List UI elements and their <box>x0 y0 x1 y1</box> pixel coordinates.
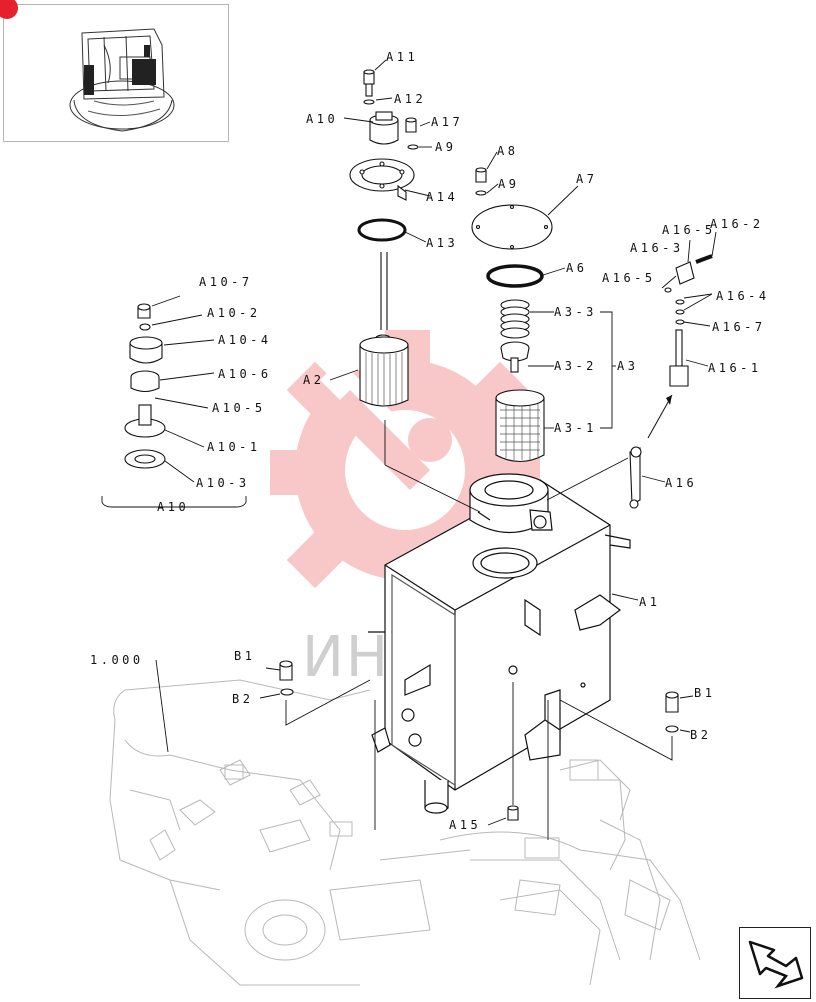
callout-a10-3: A10-3 <box>196 476 250 490</box>
filter-head <box>349 69 487 242</box>
callout-a3-2: A3-2 <box>554 359 597 373</box>
next-page-button[interactable] <box>739 927 811 999</box>
callout-labels: A11 A12 A10 A17 A9 A14 A13 A8 A9 A7 A6 A… <box>90 50 770 832</box>
callout-a16-4: A16-4 <box>716 289 770 303</box>
a10-exploded-group <box>124 303 166 469</box>
spring <box>500 299 530 339</box>
callout-b2-left: B2 <box>232 692 253 706</box>
gauge-arrowhead <box>666 395 672 405</box>
relief-valve <box>500 341 530 373</box>
callout-a2: A2 <box>303 373 324 387</box>
strainer <box>495 389 545 463</box>
callout-a10-7: A10-7 <box>199 275 253 289</box>
callout-a14: A14 <box>426 190 458 204</box>
callout-a11: A11 <box>386 50 418 64</box>
leader-lines <box>101 59 717 840</box>
o-ring-a6 <box>486 264 544 288</box>
callout-a16-5a: A16-5 <box>662 223 716 237</box>
callout-a10-4: A10-4 <box>218 333 272 347</box>
cover-plate <box>471 204 553 250</box>
callout-b1-left: B1 <box>234 649 255 663</box>
page-badge <box>0 0 18 19</box>
callout-a9-top: A9 <box>435 140 456 154</box>
callout-a10-6: A10-6 <box>218 367 272 381</box>
chassis-frame <box>109 679 701 986</box>
callout-a10-group: A10 <box>157 500 189 514</box>
callout-ref-1000: 1.000 <box>90 653 144 667</box>
callout-a3-3: A3-3 <box>554 305 597 319</box>
callout-a10-1: A10-1 <box>207 440 261 454</box>
callout-b2-right: B2 <box>690 728 711 742</box>
callout-a16-7: A16-7 <box>712 320 766 334</box>
level-gauge <box>629 254 713 509</box>
callout-a15: A15 <box>449 818 481 832</box>
filter-element <box>359 252 409 407</box>
callout-a3: A3 <box>617 359 638 373</box>
callout-a1: A1 <box>639 595 660 609</box>
callout-a6: A6 <box>566 261 587 275</box>
callout-a10-2: A10-2 <box>207 306 261 320</box>
gauge-arrow <box>647 394 673 439</box>
callout-a16-2: A16-2 <box>710 217 764 231</box>
callout-a12: A12 <box>394 92 426 106</box>
callout-a10-5: A10-5 <box>212 401 266 415</box>
callout-a9-mid: A9 <box>498 177 519 191</box>
callout-a10: A10 <box>306 112 338 126</box>
callout-a17: A17 <box>431 115 463 129</box>
hydraulic-tank <box>368 473 631 814</box>
thumbnail-panel[interactable] <box>0 0 229 142</box>
arrow-nav-icon <box>748 940 804 989</box>
callout-a8: A8 <box>497 144 518 158</box>
fasteners <box>279 660 679 821</box>
excavator-cab-icon <box>69 28 175 132</box>
callout-a16: A16 <box>665 476 697 490</box>
callout-a16-1: A16-1 <box>708 361 762 375</box>
callout-a3-1: A3-1 <box>554 421 597 435</box>
callout-a7: A7 <box>576 172 597 186</box>
callout-b1-right: B1 <box>694 686 715 700</box>
callout-a16-3: A16-3 <box>630 241 684 255</box>
callout-a13: A13 <box>426 236 458 250</box>
callout-a16-5b: A16-5 <box>602 271 656 285</box>
